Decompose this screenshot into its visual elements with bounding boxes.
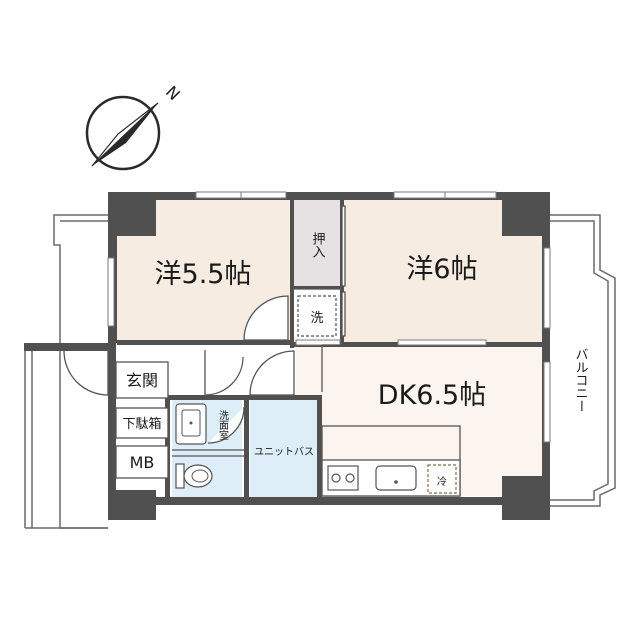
room-label-western-a: 洋5.5帖 (155, 259, 252, 290)
room-label-washer: 洗 (310, 311, 323, 326)
compass: N (85, 82, 184, 171)
sink-icon (375, 465, 417, 491)
doors (63, 205, 346, 444)
room-label-washroom: 洗面室 (217, 410, 229, 440)
room-label-dk: DK6.5帖 (378, 380, 486, 411)
unit-bath (250, 400, 318, 498)
washer-pan (297, 295, 337, 337)
kitchen (321, 425, 461, 497)
windows (107, 191, 551, 443)
room-label-unit-bath: ユニットバス (254, 446, 314, 458)
room-label-western-b: 洋6帖 (406, 254, 477, 285)
room-label-meter-box: MB (130, 453, 155, 472)
entrance-area (115, 361, 169, 479)
left-balcony (24, 214, 108, 529)
room-label-entrance: 玄関 (126, 371, 158, 390)
room-label-fridge: 冷 (437, 475, 447, 488)
stove-icon (327, 465, 359, 491)
compass-needle-light (91, 102, 159, 167)
compass-north-label: N (162, 82, 184, 104)
closet (294, 200, 342, 288)
room-label-closet: 押入 (310, 232, 326, 258)
room-label-shoe-cabinet: 下駄箱 (122, 416, 161, 432)
wash-basin (175, 403, 207, 445)
right-balcony (550, 214, 616, 507)
toilet-icon (175, 463, 213, 489)
fridge-space (427, 464, 457, 494)
room-label-balcony: バルコニー (573, 348, 589, 413)
